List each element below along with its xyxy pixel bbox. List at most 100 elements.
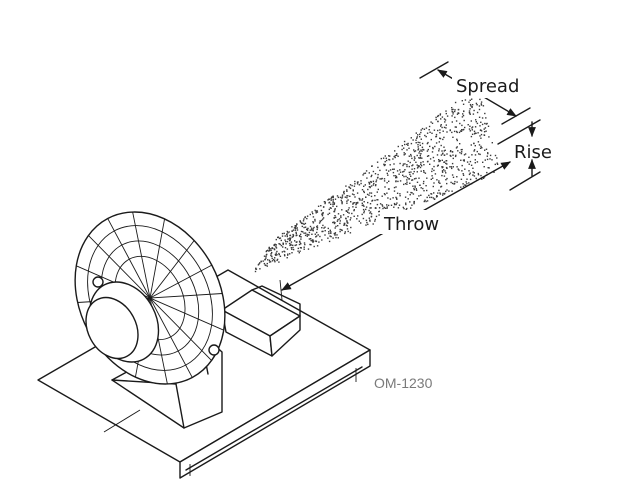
mist-dot — [316, 210, 318, 212]
mist-dot — [410, 207, 412, 209]
mist-dot — [266, 265, 268, 267]
mist-dot — [346, 189, 348, 191]
mist-dot — [279, 255, 282, 257]
mist-dot — [409, 182, 411, 184]
mist-dot — [420, 129, 422, 131]
mist-dot — [324, 201, 326, 203]
mist-dot — [384, 207, 387, 209]
mist-dot — [415, 139, 417, 141]
mist-dot — [402, 174, 404, 176]
mist-dot — [374, 220, 376, 222]
mist-dot — [346, 220, 348, 222]
mist-dot — [399, 193, 401, 195]
mist-dot — [442, 194, 444, 196]
mist-dot — [341, 196, 344, 198]
mist-dot — [297, 250, 299, 252]
mist-dot — [378, 207, 381, 209]
mist-dot — [386, 204, 388, 206]
mist-dot — [299, 243, 302, 245]
mist-dot — [427, 155, 430, 157]
mist-dot — [422, 182, 425, 185]
mist-dot — [328, 231, 330, 233]
mist-dot — [337, 237, 339, 239]
mist-dot — [446, 131, 448, 133]
mist-dot — [383, 164, 386, 167]
mist-dot — [344, 231, 346, 233]
mist-dot — [346, 228, 349, 230]
mist-dot — [464, 153, 467, 155]
mist-dot — [334, 209, 336, 211]
mist-dot — [463, 159, 465, 161]
mist-dot — [309, 213, 311, 216]
mist-dot — [484, 149, 486, 151]
mist-dot — [327, 199, 329, 201]
mist-dot — [404, 163, 406, 165]
mist-dot — [416, 136, 418, 138]
mist-dot — [274, 253, 277, 256]
mist-dot — [318, 241, 320, 243]
mist-dot — [468, 163, 470, 165]
mist-dot — [452, 154, 454, 156]
mist-dot — [463, 160, 465, 162]
mist-dot — [289, 253, 291, 255]
mist-dot — [281, 251, 284, 253]
mist-dot — [445, 190, 447, 193]
mist-dot — [360, 180, 362, 182]
mist-dot — [295, 234, 297, 237]
mist-dot — [435, 142, 438, 144]
mist-dot — [346, 222, 349, 224]
mist-dot — [474, 132, 476, 134]
mist-dot — [435, 116, 437, 119]
mist-dot — [413, 170, 415, 173]
mist-dot — [377, 166, 379, 169]
mist-dot — [312, 216, 315, 218]
mist-dot — [332, 201, 334, 204]
mist-dot — [478, 116, 481, 118]
mist-dot — [377, 188, 379, 191]
mist-dot — [349, 232, 352, 234]
mist-dot — [454, 110, 456, 113]
mist-dot — [451, 115, 453, 117]
rise-dimension: Rise — [497, 119, 552, 191]
mist-dot — [368, 217, 370, 219]
mist-dot — [440, 186, 442, 188]
mist-dot — [412, 173, 414, 175]
mist-dot — [394, 203, 396, 206]
mist-dot — [297, 247, 299, 250]
mist-dot — [296, 229, 299, 231]
mist-dot — [284, 251, 286, 253]
mist-dot — [327, 213, 329, 216]
mist-dot — [367, 223, 369, 226]
mist-dot — [471, 129, 473, 131]
mist-dot — [304, 232, 307, 234]
mist-dot — [334, 215, 336, 217]
mist-dot — [446, 189, 448, 191]
mist-dot — [446, 163, 448, 165]
mist-dot — [257, 264, 260, 266]
mist-dot — [300, 247, 302, 249]
mist-dot — [336, 220, 339, 222]
mist-dot — [311, 229, 313, 231]
mist-dot — [413, 150, 416, 153]
mist-dot — [453, 182, 456, 185]
mist-dot — [459, 130, 462, 132]
mist-dot — [442, 138, 444, 141]
mist-dot — [415, 189, 418, 191]
mist-dot — [315, 235, 318, 237]
mist-dot — [281, 235, 284, 237]
mist-dot — [480, 137, 482, 139]
mist-dot — [279, 243, 281, 246]
mist-dot — [282, 246, 284, 248]
mist-dot — [470, 105, 472, 107]
mist-dot — [304, 216, 306, 219]
mist-dot — [311, 211, 313, 213]
mist-dot — [444, 192, 446, 195]
mist-dot — [295, 232, 297, 235]
mist-dot — [433, 192, 435, 194]
mist-dot — [413, 202, 415, 205]
mist-dot — [323, 227, 325, 229]
mist-dot — [366, 193, 369, 196]
mist-dot — [332, 196, 334, 198]
mist-dot — [280, 239, 282, 242]
